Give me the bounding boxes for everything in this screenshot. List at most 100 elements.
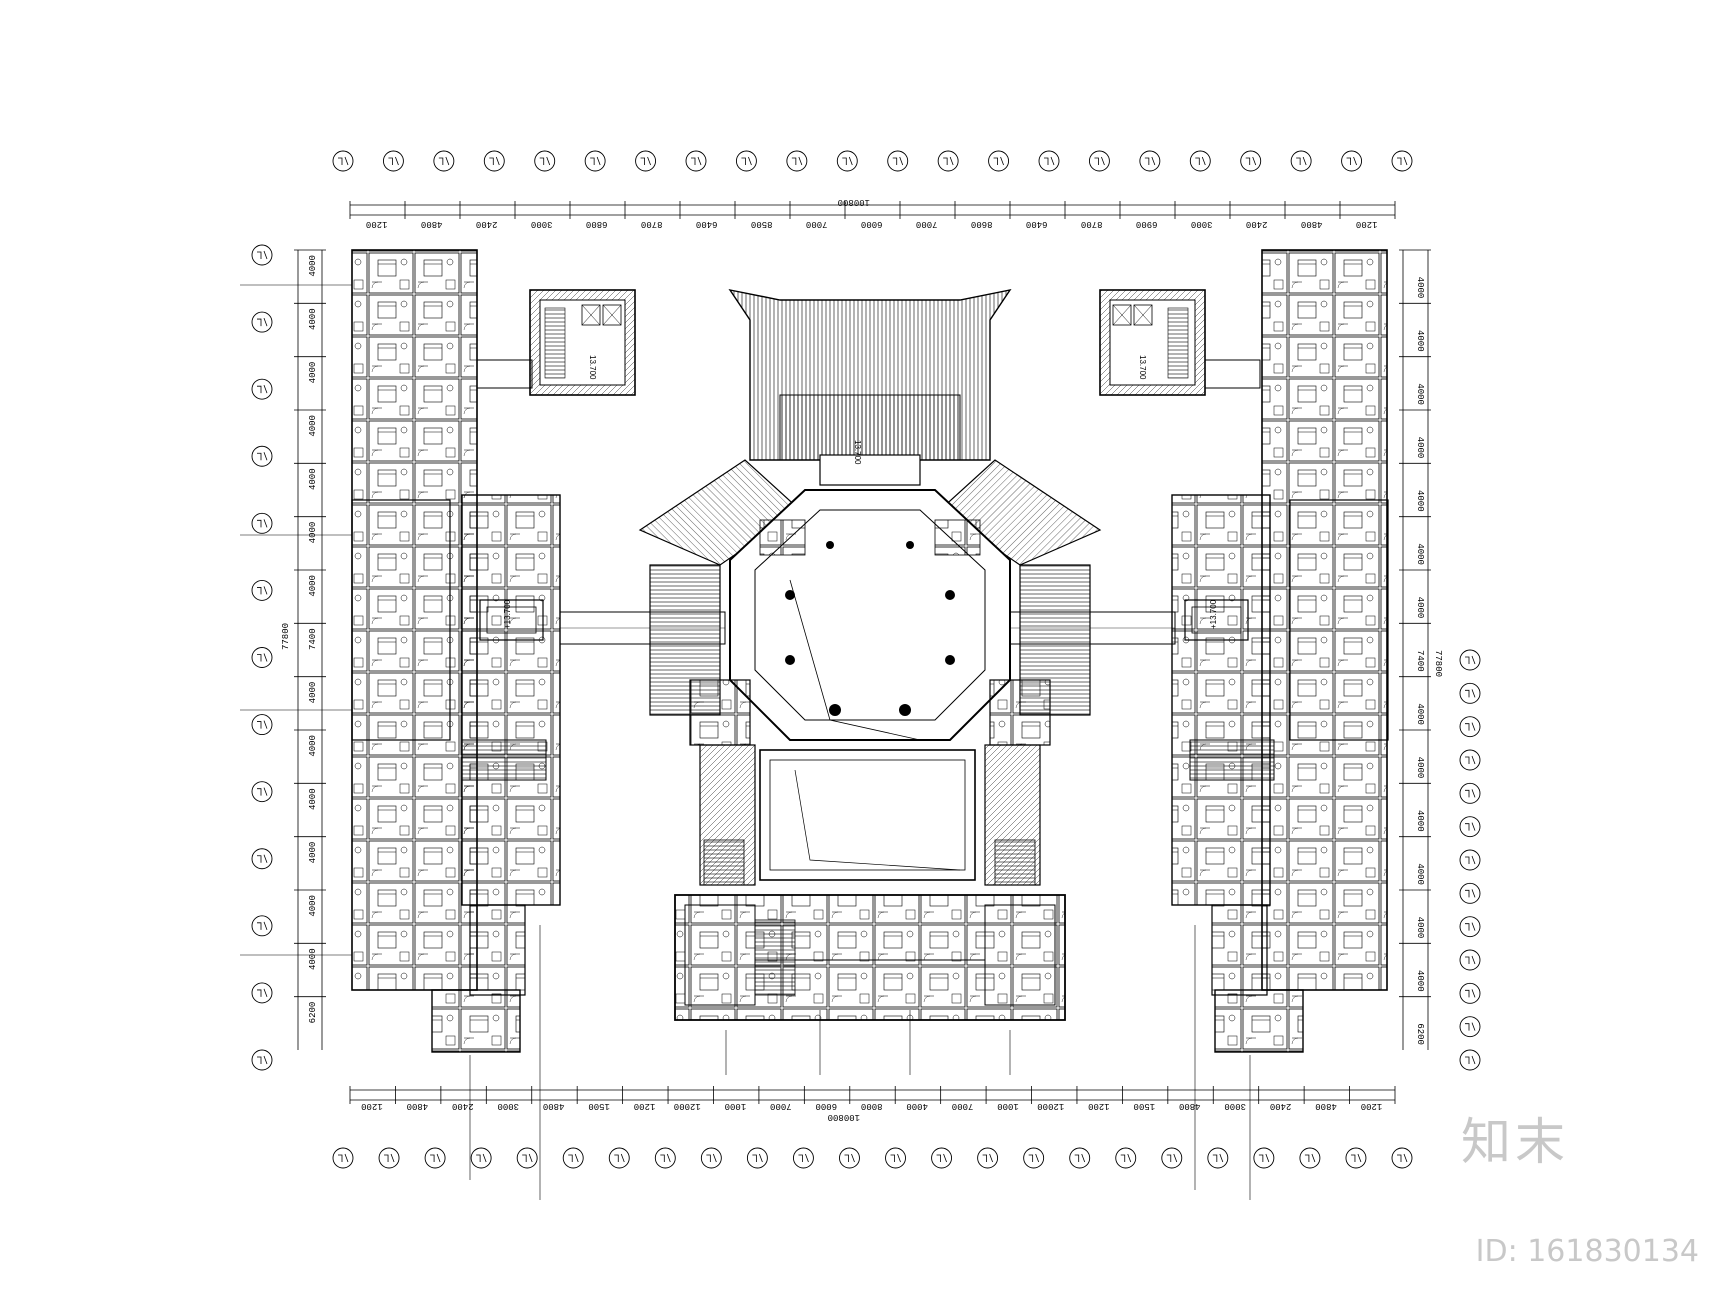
grid-bubble-left [251, 311, 273, 333]
grid-bubble-top-glyph [1346, 156, 1357, 166]
top-dim-label: 3000 [531, 219, 553, 229]
bottom-dim-label: 1200 [634, 1101, 656, 1111]
grid-bubble-top [1240, 150, 1262, 172]
bottom-dim-label: 3000 [497, 1101, 519, 1111]
grid-bubble-top-glyph [539, 156, 551, 166]
top-overall-dim: 100800 [838, 197, 870, 207]
grid-bubble-bottom-glyph [614, 1153, 625, 1163]
grid-bubble-right-glyph [1465, 755, 1476, 765]
grid-bubble-left [251, 714, 273, 736]
left-dim-label: 4000 [308, 468, 318, 490]
grid-bubble-left-glyph [257, 317, 268, 327]
left-overall-dim: 77800 [281, 623, 291, 650]
left-dim-label: 4000 [308, 842, 318, 864]
grid-bubble-right [1459, 916, 1481, 938]
grid-bubble-bottom [562, 1147, 584, 1169]
bottom-dim-label: 2400 [1270, 1101, 1292, 1111]
grid-bubble-top [1391, 150, 1413, 172]
grid-bubble-bottom-glyph [338, 1153, 349, 1163]
right-dim-label: 4000 [1415, 863, 1425, 885]
right-dim-label: 4000 [1415, 917, 1425, 939]
grid-bubble-right [1459, 649, 1481, 671]
grid-bubble-bottom-glyph [1258, 1153, 1270, 1163]
grid-bubble-bottom [608, 1147, 630, 1169]
grid-bubble-left [251, 378, 273, 400]
grid-bubble-right [1459, 1016, 1481, 1038]
grid-bubble-bottom-glyph [384, 1153, 395, 1163]
grid-bubble-right-glyph [1465, 1022, 1476, 1031]
grid-bubble-left-glyph [257, 988, 268, 998]
grid-bubble-right [1459, 749, 1481, 771]
grid-bubble-top-glyph [1245, 156, 1257, 166]
bottom-dim-label: 12000 [674, 1101, 701, 1111]
top-dim-label: 4800 [421, 219, 443, 229]
top-dim-label: 6400 [696, 219, 718, 229]
top-dim-label: 7000 [806, 219, 828, 229]
grid-bubble-bottom [885, 1147, 906, 1169]
grid-bubble-right [1459, 716, 1481, 738]
bottom-overall-dim: 100800 [828, 1112, 860, 1122]
top-dim-label: 8500 [751, 219, 773, 229]
grid-bubble-top-glyph [640, 156, 651, 166]
bottom-suite-block [674, 894, 1066, 1021]
grid-bubbles-left [251, 244, 273, 1071]
bottom-dim-label: 4800 [407, 1101, 429, 1111]
grid-bubble-right [1459, 782, 1481, 804]
left-dim-label: 6200 [308, 1002, 318, 1024]
grid-bubble-top [1341, 150, 1363, 172]
grid-bubble-top [1038, 150, 1060, 172]
right-dim-label: 4000 [1415, 810, 1425, 832]
right-courtyard-elev: +13.700 [1209, 599, 1218, 629]
top-dim-label: 1200 [366, 219, 388, 229]
grid-bubble-top [735, 150, 757, 172]
grid-bubble-right [1459, 849, 1481, 871]
grid-bubble-top-glyph [590, 156, 601, 166]
bottom-dim-label: 4000 [906, 1101, 928, 1111]
grid-bubble-top [988, 150, 1010, 172]
grid-bubble-bottom [1253, 1147, 1275, 1169]
top-dim-label: 6000 [861, 219, 883, 229]
grid-bubbles-bottom [332, 1147, 1413, 1169]
bottom-dim-label: 7000 [952, 1101, 974, 1111]
bottom-dim-label: 6000 [815, 1101, 837, 1111]
top-dim-label: 2400 [476, 219, 498, 229]
grid-bubble-left [251, 982, 273, 1004]
bottom-dim-label: 1000 [997, 1101, 1019, 1111]
grid-bubble-top-glyph [1296, 156, 1307, 166]
watermark-logo: 知末 [1461, 1113, 1569, 1171]
bottom-dim-label: 7000 [770, 1101, 792, 1111]
left-dim-label: 4000 [308, 788, 318, 810]
grid-bubble-bottom [1299, 1147, 1321, 1169]
grid-bubble-top-glyph [489, 156, 500, 166]
top-dim-label: 3000 [1191, 219, 1213, 229]
grid-bubble-right-glyph [1465, 855, 1476, 865]
grid-bubble-left [251, 579, 273, 601]
grid-bubble-bottom [1207, 1147, 1229, 1169]
bottom-dim-label: 1200 [1088, 1101, 1110, 1111]
grid-bubbles-top [332, 150, 1413, 172]
bottom-dim-label: 1500 [1133, 1101, 1155, 1111]
top-dim-label: 2400 [1246, 219, 1268, 229]
right-dim-label: 7400 [1415, 650, 1425, 672]
left-dim-label: 4000 [308, 735, 318, 757]
grid-bubble-left-glyph [257, 787, 268, 796]
top-dim-label: 8700 [641, 219, 663, 229]
grid-bubble-top-glyph [1094, 156, 1105, 166]
grid-bubble-bottom-glyph [936, 1153, 947, 1163]
right-dim-label: 4000 [1415, 757, 1425, 779]
grid-bubble-left [251, 1049, 273, 1071]
grid-bubble-bottom-glyph [1028, 1153, 1040, 1163]
grid-bubble-right-glyph [1465, 922, 1476, 931]
top-dim-label: 6400 [1026, 219, 1048, 229]
right-stair-elev: 13.700 [1138, 355, 1147, 380]
left-stair-tower: 13.700 [476, 289, 636, 396]
grid-bubble-left-glyph [257, 586, 268, 595]
grid-bubble-left [251, 915, 273, 937]
grid-bubbles-right [1459, 649, 1481, 1071]
grid-bubble-top [584, 150, 606, 172]
central-pavilion-roof: 13.700 [638, 288, 1102, 716]
bottom-dim-label: 1000 [725, 1101, 747, 1111]
grid-bubble-bottom-glyph [890, 1153, 901, 1163]
grid-bubble-left-glyph [257, 452, 268, 461]
grid-bubble-bottom [1391, 1147, 1413, 1169]
